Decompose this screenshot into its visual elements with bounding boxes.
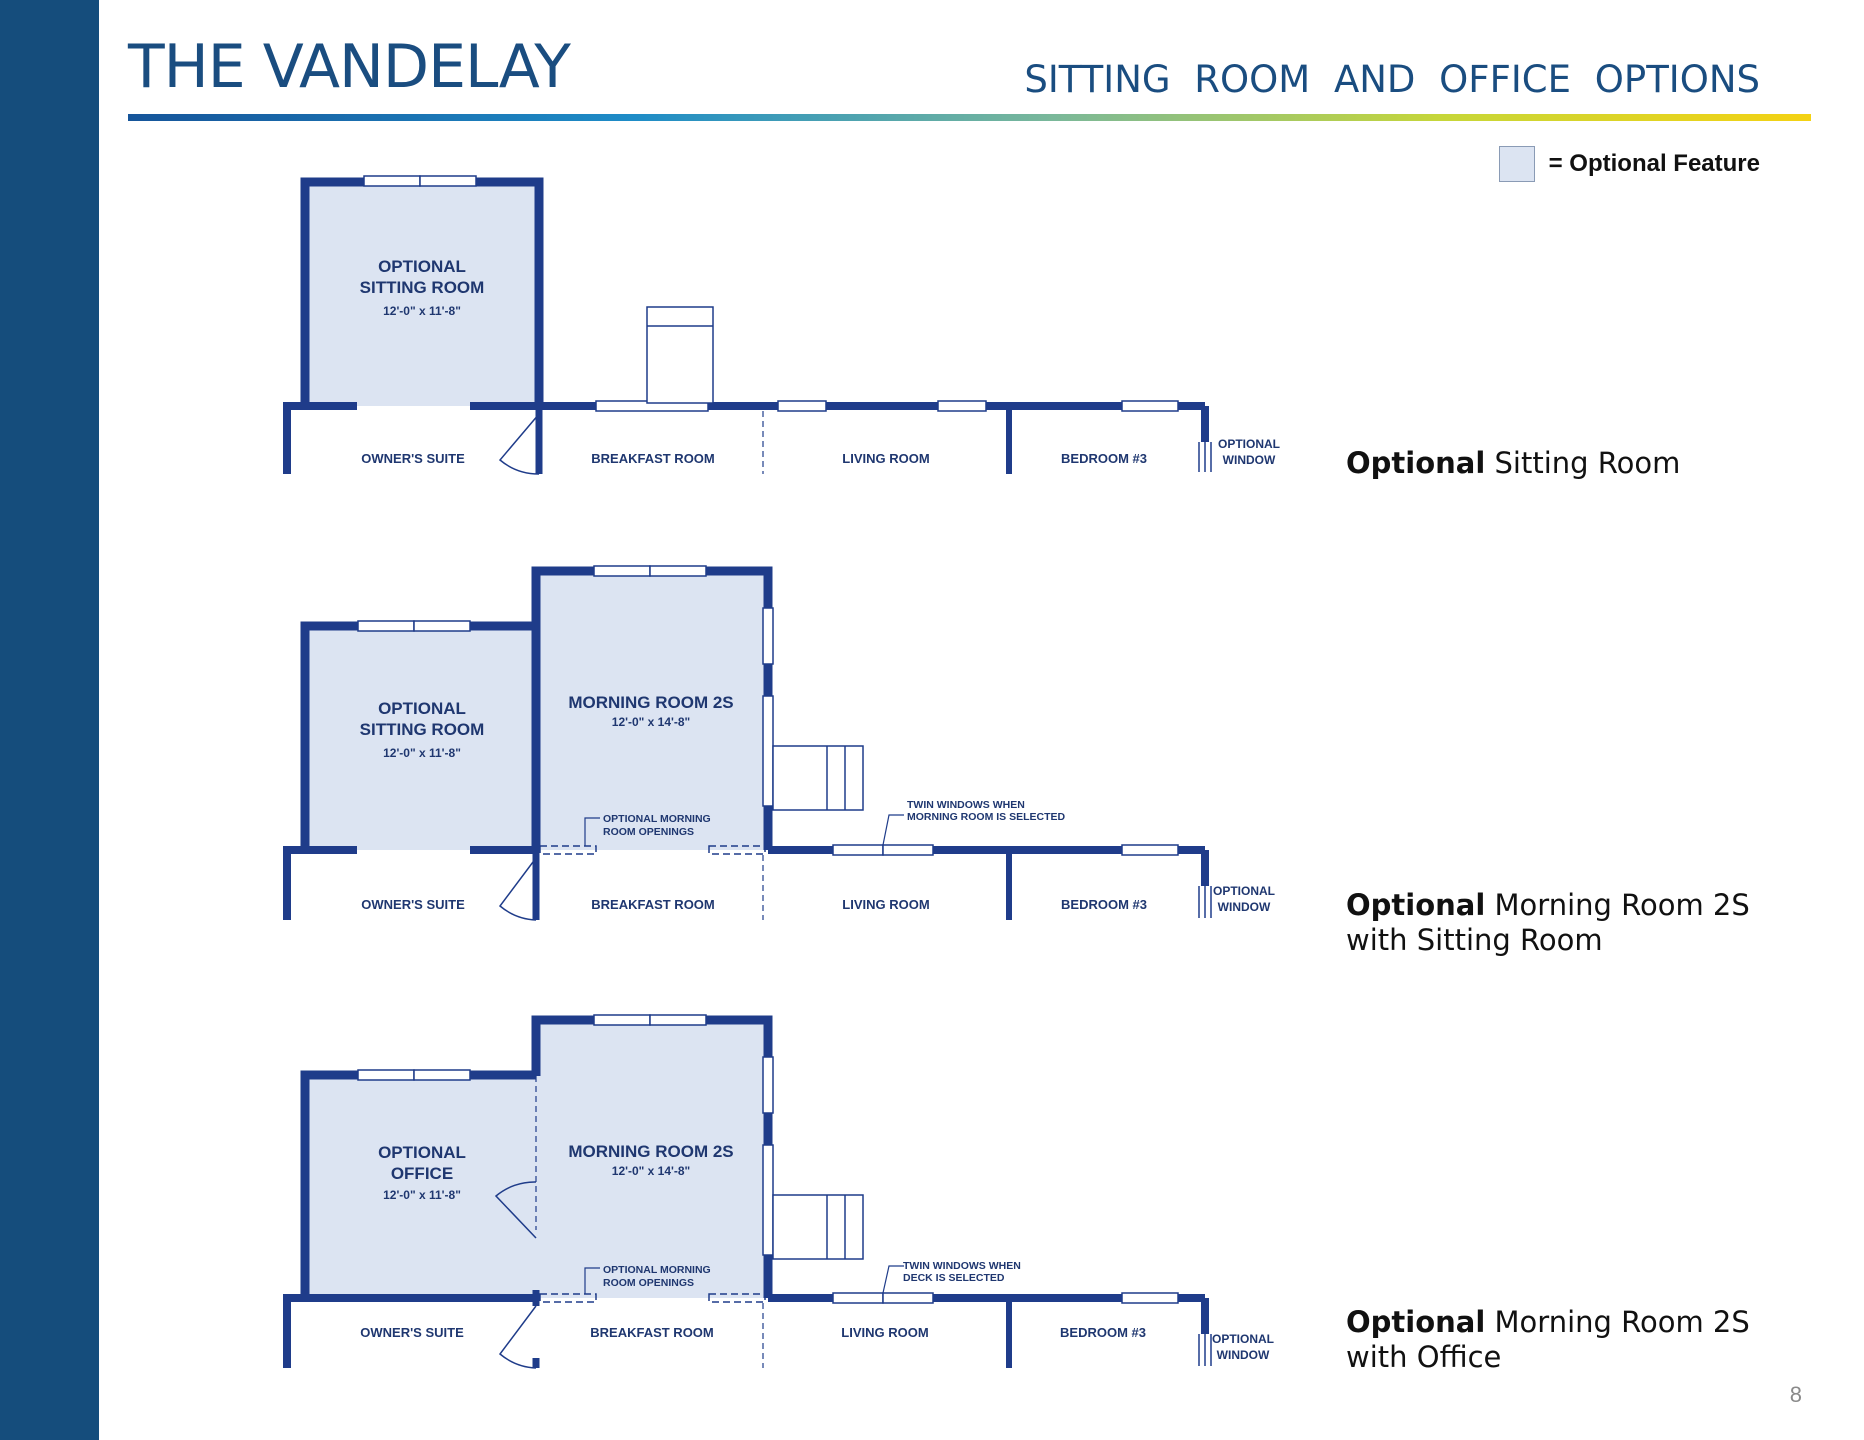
optional-room-fill <box>305 1075 539 1298</box>
openings-note-2: ROOM OPENINGS <box>603 826 694 838</box>
sidebar-band <box>0 0 99 1440</box>
caption-text: Morning Room 2S <box>1494 1305 1750 1339</box>
breakfast-room-label: BREAKFAST ROOM <box>590 1325 714 1340</box>
bedroom-label: BEDROOM #3 <box>1061 451 1147 466</box>
owners-suite-label: OWNER'S SUITE <box>361 897 465 912</box>
openings-note-1: OPTIONAL MORNING <box>603 1264 711 1276</box>
optional-window-marker <box>1198 442 1212 472</box>
legend: = Optional Feature <box>1498 146 1760 182</box>
caption-sitting-room: Optional Sitting Room <box>1346 446 1680 481</box>
optional-room-label-2: OFFICE <box>391 1164 453 1183</box>
deck-steps <box>772 745 864 811</box>
caption-bold: Optional <box>1346 446 1486 480</box>
door-swing <box>498 857 537 921</box>
bedroom-label: BEDROOM #3 <box>1061 897 1147 912</box>
window <box>777 400 1179 412</box>
optional-openings <box>539 845 766 855</box>
morning-room-label: MORNING ROOM 2S <box>568 1142 733 1161</box>
morning-room-dimensions: 12'-0" x 14'-8" <box>612 1164 690 1178</box>
twin-windows-note-1: TWIN WINDOWS WHEN <box>907 799 1025 811</box>
owners-suite-label: OWNER'S SUITE <box>361 451 465 466</box>
morning-room-fill <box>539 1020 766 1298</box>
twin-windows-note-1: TWIN WINDOWS WHEN <box>903 1260 1021 1272</box>
sliding-door <box>762 695 774 807</box>
caption-text: Morning Room 2S <box>1494 888 1750 922</box>
twin-windows-note-2: DECK IS SELECTED <box>903 1272 1005 1284</box>
twin-windows-note-2: MORNING ROOM IS SELECTED <box>907 811 1066 823</box>
morning-room-dimensions: 12'-0" x 14'-8" <box>612 715 690 729</box>
door-swing <box>498 413 540 475</box>
openings-note-2: ROOM OPENINGS <box>603 1277 694 1289</box>
door-swing <box>494 1181 537 1239</box>
living-room-label: LIVING ROOM <box>842 897 929 912</box>
optional-room-fill <box>305 182 539 406</box>
living-room-label: LIVING ROOM <box>842 451 929 466</box>
plan-morning-room-sitting: OPTIONAL SITTING ROOM 12'-0" x 11'-8" MO… <box>283 565 1275 921</box>
morning-room-fill <box>539 571 766 850</box>
door-swing <box>498 1305 537 1369</box>
brand-title: THE VANDELAY <box>128 32 571 102</box>
caption-bold: Optional <box>1346 888 1486 922</box>
breakfast-room-label: BREAKFAST ROOM <box>591 897 715 912</box>
page-number: 8 <box>1789 1382 1802 1407</box>
optional-window-label-1: OPTIONAL <box>1212 1332 1274 1346</box>
optional-window-label-2: WINDOW <box>1223 453 1276 467</box>
note-leader <box>584 1267 600 1294</box>
owners-suite-label: OWNER'S SUITE <box>360 1325 464 1340</box>
caption-morning-room-office: Optional Morning Room 2S with Office <box>1346 1305 1750 1375</box>
optional-room-dimensions: 12'-0" x 11'-8" <box>383 1188 461 1202</box>
optional-window-marker <box>1198 886 1212 918</box>
optional-window-marker <box>1198 1334 1212 1366</box>
caption-line-2: with Office <box>1346 1340 1502 1374</box>
window <box>832 1292 1179 1304</box>
breakfast-room-label: BREAKFAST ROOM <box>591 451 715 466</box>
plan-morning-room-office: OPTIONAL OFFICE 12'-0" x 11'-8" MORNING … <box>283 1014 1274 1369</box>
legend-swatch <box>1498 146 1535 182</box>
optional-room-label-1: OPTIONAL <box>378 1143 466 1162</box>
optional-window-label-2: WINDOW <box>1218 900 1271 914</box>
caption-text: Sitting Room <box>1494 446 1681 480</box>
caption-morning-room-sitting: Optional Morning Room 2S with Sitting Ro… <box>1346 888 1750 958</box>
caption-line-2: with Sitting Room <box>1346 923 1603 957</box>
optional-window-label-2: WINDOW <box>1217 1348 1270 1362</box>
title-gradient-rule <box>128 114 1811 121</box>
plan-sitting-room: OPTIONAL SITTING ROOM 12'-0" x 11'-8" OW… <box>283 175 1280 475</box>
window <box>363 175 477 187</box>
note-leader <box>882 814 904 846</box>
deck-steps <box>646 306 714 404</box>
optional-room-label-1: OPTIONAL <box>378 257 466 276</box>
caption-bold: Optional <box>1346 1305 1486 1339</box>
optional-window-label-1: OPTIONAL <box>1218 437 1280 451</box>
window <box>357 1014 774 1114</box>
wall-owners-suite <box>283 1294 536 1368</box>
window <box>832 844 1179 856</box>
optional-room-label-2: SITTING ROOM <box>360 720 485 739</box>
openings-note-1: OPTIONAL MORNING <box>603 813 711 825</box>
page-subtitle: SITTING ROOM AND OFFICE OPTIONS <box>1024 58 1760 101</box>
living-room-label: LIVING ROOM <box>841 1325 928 1340</box>
optional-room-dimensions: 12'-0" x 11'-8" <box>383 304 461 318</box>
optional-openings <box>539 1293 766 1303</box>
morning-room-label: MORNING ROOM 2S <box>568 693 733 712</box>
wall-owners-suite <box>283 402 357 474</box>
window <box>357 565 774 665</box>
optional-room-dimensions: 12'-0" x 11'-8" <box>383 746 461 760</box>
note-leader <box>882 1265 904 1294</box>
optional-room-label-1: OPTIONAL <box>378 699 466 718</box>
optional-room-label-2: SITTING ROOM <box>360 278 485 297</box>
sliding-door <box>762 1144 774 1256</box>
bedroom-label: BEDROOM #3 <box>1060 1325 1146 1340</box>
legend-label: = Optional Feature <box>1548 150 1760 177</box>
optional-window-label-1: OPTIONAL <box>1213 884 1275 898</box>
optional-room-fill <box>305 626 539 850</box>
deck-steps <box>772 1194 864 1260</box>
wall-owners-suite <box>283 846 357 920</box>
note-leader <box>584 817 600 846</box>
